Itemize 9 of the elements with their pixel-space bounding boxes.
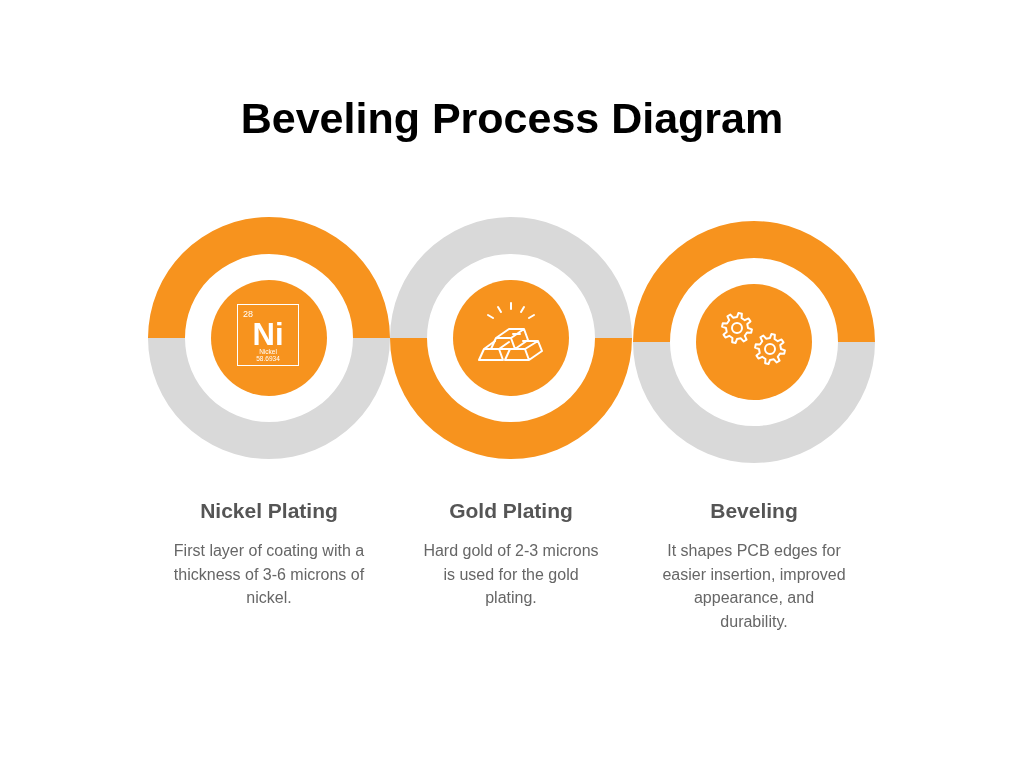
element-symbol: Ni: [252, 319, 284, 350]
atomic-number: 28: [243, 310, 253, 319]
step-description: First layer of coating with a thickness of 3-6 microns of nickel.: [172, 541, 366, 608]
step-heading: Gold Plating: [449, 498, 573, 524]
step-description: Hard gold of 2-3 microns is used for the gold plating.: [422, 541, 600, 608]
step-heading: Beveling: [710, 498, 798, 524]
step-description: It shapes PCB edges for easier insertion, improved appearance, and durability.: [661, 541, 847, 632]
step-heading: Nickel Plating: [200, 498, 338, 524]
title: Beveling Process Diagram: [240, 93, 784, 143]
